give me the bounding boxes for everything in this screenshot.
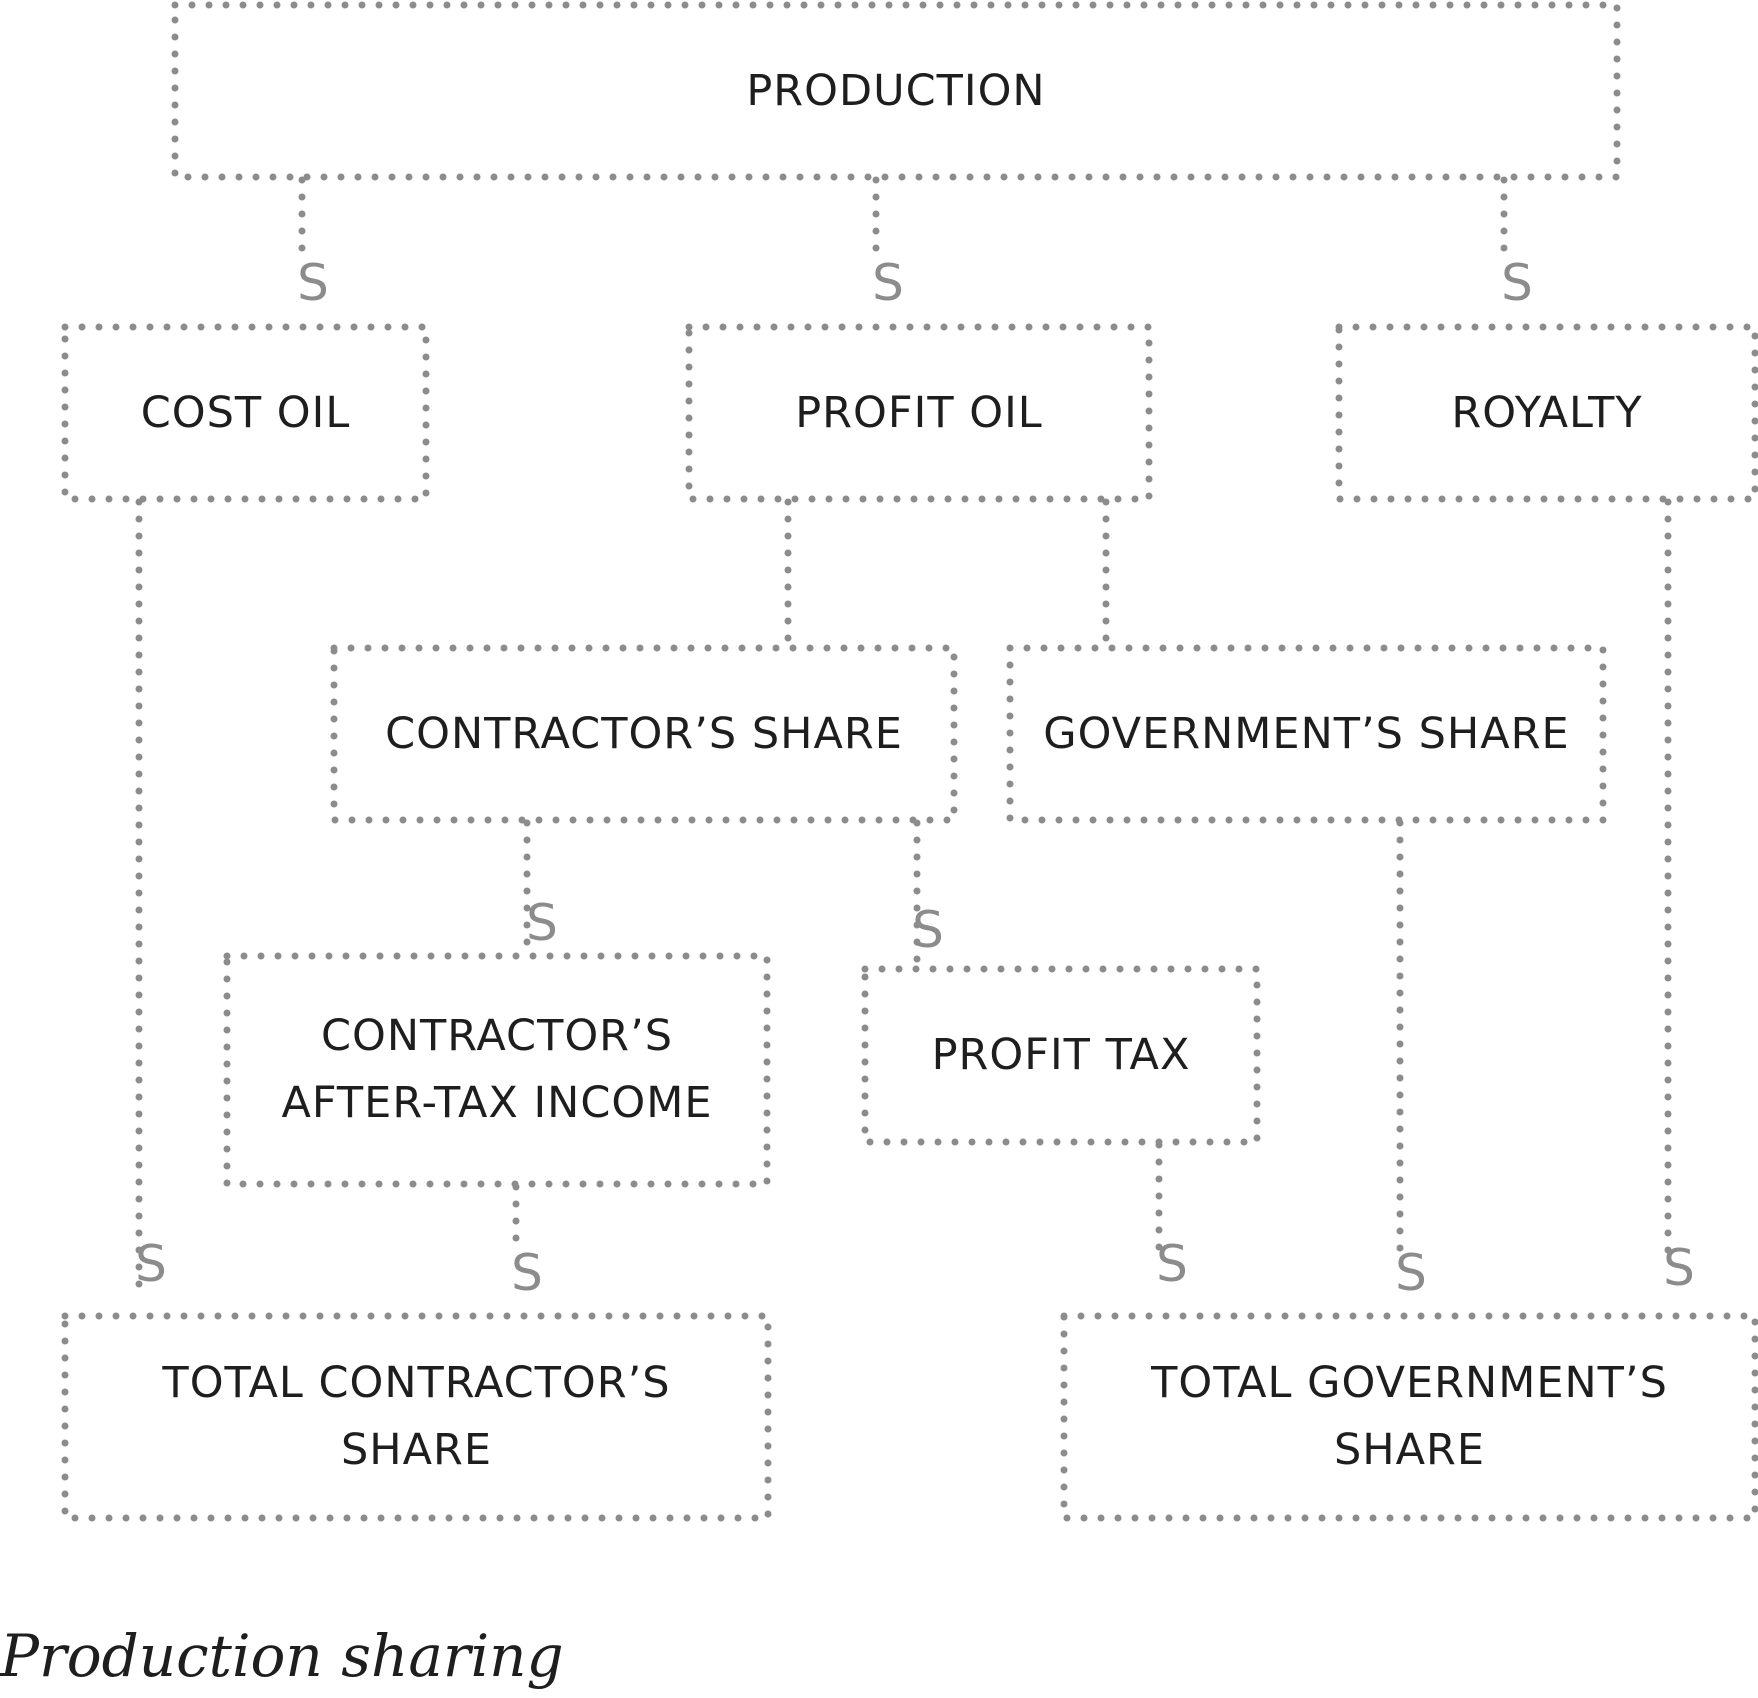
box-contractors-share: CONTRACTOR’S SHARE (334, 648, 954, 820)
box-production: PRODUCTION (175, 5, 1617, 177)
symbol-after-tax-total-contractors: S (511, 1244, 543, 1302)
symbol-contractors-share-profit-tax: S (912, 901, 944, 959)
box-frames (61, 1, 1758, 1522)
frame-production (171, 1, 1621, 181)
frame-total-governments-share (1060, 1312, 1758, 1522)
frame-cost-oil (61, 323, 430, 503)
figure-caption: Production sharing (0, 1622, 564, 1690)
box-governments-share-line-1: GOVERNMENT’S SHARE (1043, 708, 1570, 759)
box-profit-oil: PROFIT OIL (689, 327, 1149, 499)
box-contractors-after-tax-income: CONTRACTOR’S AFTER-TAX INCOME (227, 956, 767, 1184)
symbol-production-profit-oil: S (872, 254, 904, 312)
box-total-governments-share: TOTAL GOVERNMENT’S SHARE (1064, 1316, 1755, 1518)
box-royalty-line-1: ROYALTY (1451, 387, 1643, 438)
frame-contractors-share (330, 644, 958, 824)
box-cost-oil: COST OIL (65, 327, 426, 499)
connector-symbols: S S S S S S S S S S (135, 254, 1695, 1302)
connectors (135, 176, 1672, 1294)
box-total-governments-share-line-1: TOTAL GOVERNMENT’S (1151, 1358, 1668, 1408)
symbol-royalty-total-government: S (1663, 1239, 1695, 1297)
frame-contractors-after-tax-income (223, 952, 771, 1188)
frame-profit-oil (685, 323, 1153, 503)
frame-governments-share (1006, 644, 1607, 824)
frame-total-contractors-share (61, 1312, 772, 1522)
box-total-governments-share-line-2: SHARE (1333, 1425, 1486, 1475)
symbol-production-royalty: S (1501, 254, 1533, 312)
frame-royalty (1335, 323, 1758, 503)
frame-profit-tax (861, 965, 1261, 1146)
symbol-profit-tax-total-government: S (1156, 1235, 1188, 1293)
box-production-line-1: PRODUCTION (746, 65, 1046, 116)
symbol-governments-share-total-government: S (1395, 1244, 1427, 1302)
box-total-contractors-share: TOTAL CONTRACTOR’S SHARE (65, 1316, 768, 1518)
box-profit-oil-line-1: PROFIT OIL (795, 387, 1043, 438)
box-contractors-share-line-1: CONTRACTOR’S SHARE (385, 708, 903, 759)
box-governments-share: GOVERNMENT’S SHARE (1010, 648, 1603, 820)
box-royalty: ROYALTY (1339, 327, 1755, 499)
box-profit-tax: PROFIT TAX (865, 969, 1257, 1142)
box-total-contractors-share-line-2: SHARE (340, 1425, 493, 1475)
box-contractors-after-tax-income-line-2: AFTER-TAX INCOME (281, 1078, 713, 1128)
symbol-cost-oil-total-contractors: S (135, 1235, 167, 1293)
symbol-contractors-share-after-tax: S (526, 894, 558, 952)
box-total-contractors-share-line-1: TOTAL CONTRACTOR’S (162, 1358, 671, 1408)
box-profit-tax-line-1: PROFIT TAX (931, 1030, 1191, 1080)
box-cost-oil-line-1: COST OIL (140, 387, 351, 438)
box-contractors-after-tax-income-line-1: CONTRACTOR’S (320, 1011, 674, 1061)
symbol-production-cost-oil: S (297, 254, 329, 312)
